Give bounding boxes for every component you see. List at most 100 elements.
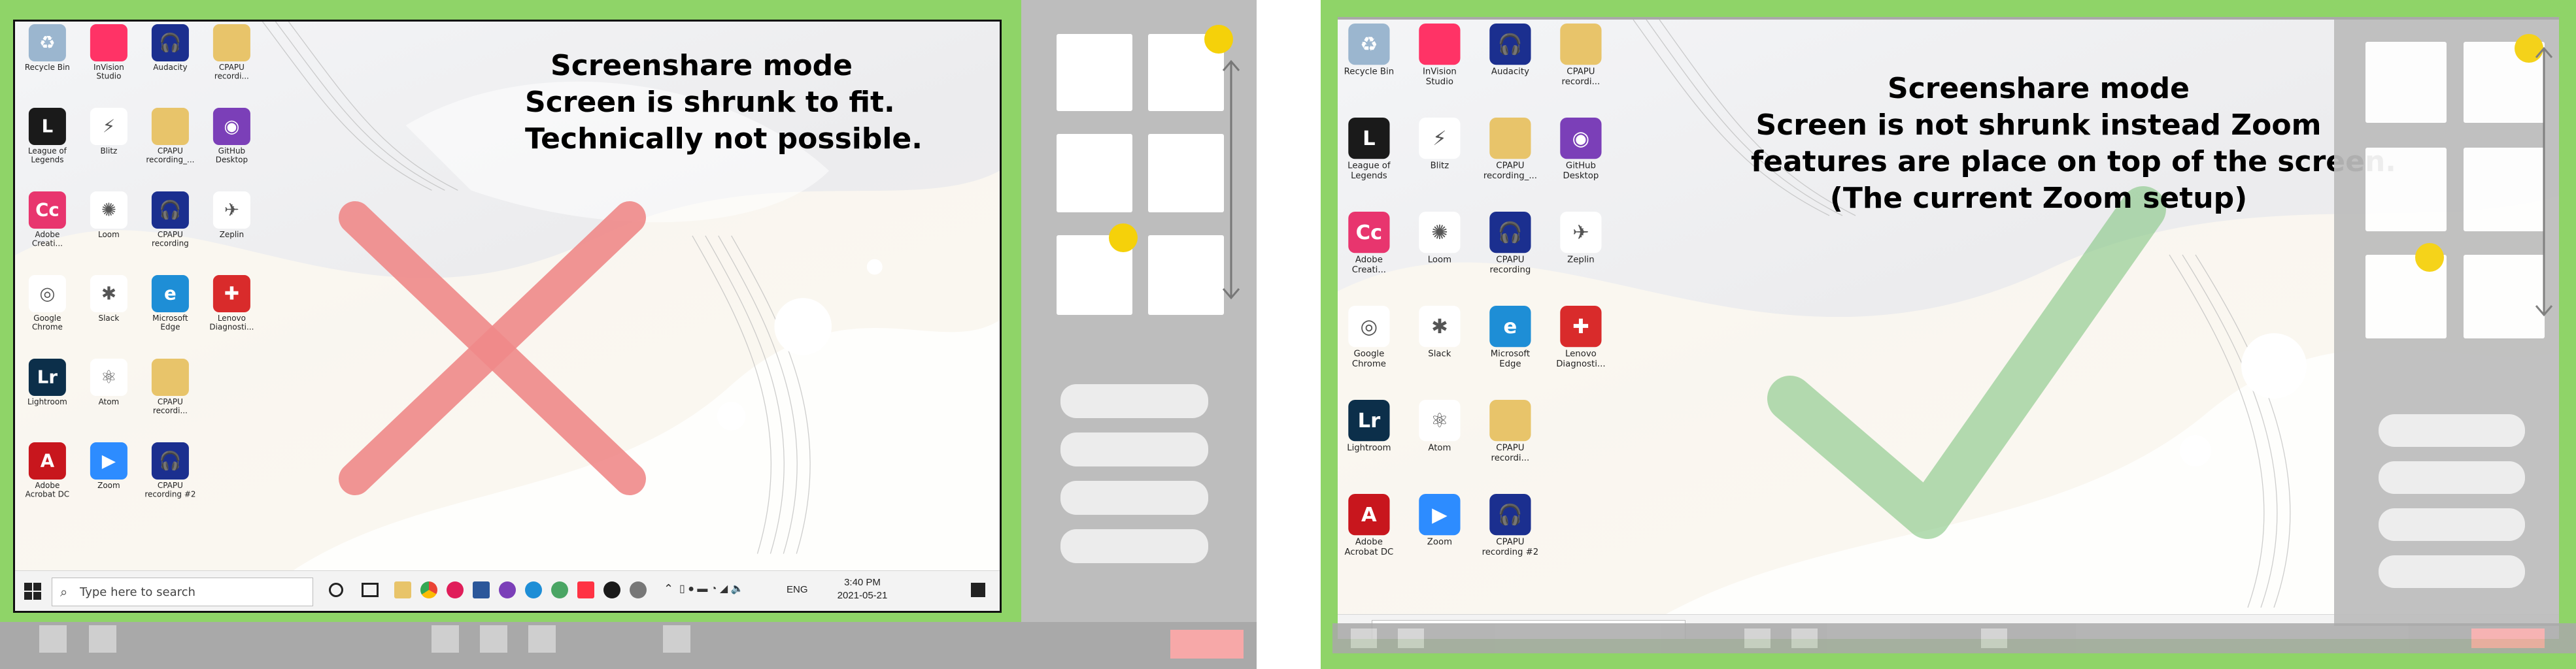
desktop-icon[interactable]: ✺Loom <box>82 191 136 240</box>
desktop-icon[interactable]: ✱Slack <box>1410 306 1470 359</box>
panel-menu-item[interactable] <box>2379 414 2525 447</box>
mode-caption: Screenshare mode Screen is not shrunk in… <box>1751 71 2396 217</box>
desktop-icon[interactable]: 🎧Audacity <box>1480 24 1540 77</box>
panel-menu-item[interactable] <box>1060 384 1208 418</box>
desktop-icon[interactable]: 🎧Audacity <box>143 24 197 73</box>
desktop-icon[interactable]: ⚡Blitz <box>1410 118 1470 171</box>
desktop-icon[interactable]: InVision Studio <box>82 24 136 81</box>
control-button[interactable] <box>663 625 690 653</box>
control-button[interactable] <box>432 625 459 653</box>
video-tile[interactable] <box>1057 34 1132 111</box>
tray-icons[interactable]: ▯ ● ▬ ◔ ◢ 🔈 <box>679 583 744 595</box>
file-explorer-icon[interactable] <box>394 581 411 598</box>
clock-date: 2021-05-21 <box>837 590 888 601</box>
end-meeting-button[interactable] <box>2471 628 2545 648</box>
panel-menu-item[interactable] <box>1060 529 1208 563</box>
task-view-icon[interactable] <box>362 583 379 597</box>
control-button[interactable] <box>1791 628 1818 648</box>
video-tile[interactable] <box>2464 148 2545 231</box>
clock[interactable]: 3:40 PM 2021-05-21 <box>823 576 902 602</box>
blitz-taskbar-icon[interactable] <box>577 581 594 598</box>
edge-taskbar-icon[interactable] <box>525 581 542 598</box>
desktop-icon[interactable]: ▶Zoom <box>1410 494 1470 547</box>
end-meeting-button[interactable] <box>1170 630 1244 659</box>
taskbar-search-box[interactable]: ⌕ Type here to search <box>52 578 313 606</box>
panel-menu-item[interactable] <box>2379 555 2525 588</box>
desktop-icon[interactable]: CPAPU recording_... <box>1480 118 1540 181</box>
video-tile[interactable] <box>2464 255 2545 338</box>
video-tile[interactable] <box>1057 134 1132 212</box>
desktop-icon[interactable]: CPAPU recordi... <box>1480 400 1540 463</box>
desktop-icon[interactable]: CPAPU recording_... <box>143 108 197 165</box>
cortana-icon[interactable] <box>329 583 343 597</box>
video-tile[interactable] <box>2365 42 2447 123</box>
notifications-icon[interactable] <box>971 583 985 597</box>
control-button[interactable] <box>1744 628 1771 648</box>
video-tile[interactable] <box>2365 148 2447 231</box>
control-button[interactable] <box>528 625 556 653</box>
desktop-icon[interactable]: InVision Studio <box>1410 24 1470 87</box>
desktop-icon[interactable]: ◎Google Chrome <box>1339 306 1399 369</box>
desktop-icon[interactable]: ✚Lenovo Diagnosti... <box>1551 306 1611 369</box>
desktop-icon[interactable]: CPAPU recordi... <box>205 24 259 81</box>
panel-menu-item[interactable] <box>1060 481 1208 515</box>
scroll-arrows-icon[interactable] <box>2534 46 2554 320</box>
video-tile[interactable] <box>1148 235 1224 315</box>
control-button[interactable] <box>1351 628 1377 648</box>
desktop-icon[interactable]: ♻Recycle Bin <box>20 24 75 73</box>
control-button[interactable] <box>1981 628 2007 648</box>
desktop-icon[interactable]: 🎧CPAPU recording #2 <box>1480 494 1540 557</box>
control-button[interactable] <box>39 625 67 653</box>
desktop-icon[interactable]: ✚Lenovo Diagnosti... <box>205 275 259 332</box>
desktop-icon[interactable]: CPAPU recordi... <box>1551 24 1611 87</box>
slack-taskbar-icon[interactable] <box>447 581 464 598</box>
desktop-icon[interactable]: ✺Loom <box>1410 212 1470 265</box>
word-taskbar-icon[interactable] <box>473 581 490 598</box>
caption-line: Screen is shrunk to fit. <box>525 86 895 119</box>
language-indicator[interactable]: ENG <box>787 584 808 595</box>
not-possible-x-mark <box>339 201 646 495</box>
desktop-icon[interactable]: ◉GitHub Desktop <box>1551 118 1611 181</box>
desktop-icon[interactable]: ⚛Atom <box>82 359 136 407</box>
desktop-icon[interactable]: CPAPU recordi... <box>143 359 197 416</box>
windows-start-icon[interactable] <box>24 583 41 600</box>
desktop-icon[interactable]: ◎Google Chrome <box>20 275 75 332</box>
panel-menu-item[interactable] <box>2379 461 2525 494</box>
settings-taskbar-icon[interactable] <box>630 581 647 598</box>
desktop-icon[interactable]: ✈Zeplin <box>205 191 259 240</box>
scroll-arrows-icon[interactable] <box>1221 59 1241 302</box>
desktop-icon[interactable]: 🎧CPAPU recording <box>1480 212 1540 275</box>
desktop-icon[interactable]: ◉GitHub Desktop <box>205 108 259 165</box>
desktop-icon[interactable]: ✈Zeplin <box>1551 212 1611 265</box>
desktop-icon[interactable]: ⚡Blitz <box>82 108 136 156</box>
control-button[interactable] <box>89 625 116 653</box>
control-button[interactable] <box>1398 628 1424 648</box>
panel-menu-item[interactable] <box>2379 508 2525 541</box>
zoom-control-bar <box>0 622 1257 669</box>
desktop-icon[interactable]: ▶Zoom <box>82 442 136 491</box>
tray-chevron-icon[interactable]: ⌃ <box>664 582 674 595</box>
league-taskbar-icon[interactable] <box>603 581 620 598</box>
panel-menu-item[interactable] <box>1060 432 1208 466</box>
desktop-icon[interactable]: ✱Slack <box>82 275 136 323</box>
desktop-icon[interactable]: ⚛Atom <box>1410 400 1470 453</box>
control-button[interactable] <box>480 625 507 653</box>
atom-taskbar-icon[interactable] <box>551 581 568 598</box>
desktop-icon[interactable]: 🎧CPAPU recording <box>143 191 197 248</box>
chrome-taskbar-icon[interactable] <box>420 581 437 598</box>
chrome-icon: ◎ <box>28 275 66 313</box>
desktop-icon[interactable]: ♻Recycle Bin <box>1339 24 1399 77</box>
desktop-icon[interactable]: 🎧CPAPU recording #2 <box>143 442 197 499</box>
github-taskbar-icon[interactable] <box>499 581 516 598</box>
video-tile[interactable] <box>1148 134 1224 212</box>
